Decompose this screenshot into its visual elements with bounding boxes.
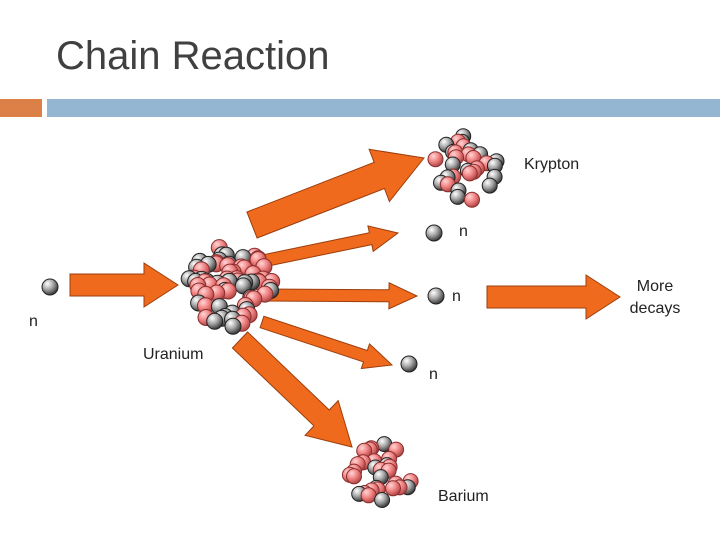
uranium-nucleus [180,239,281,335]
title-accent-bar [0,99,42,117]
neutron-1-label: n [459,223,468,240]
title-rule [47,99,720,117]
arrow-to-neutron-1 [256,225,400,269]
arrow-incoming [69,262,179,308]
arrow-to-neutron-3 [259,315,394,370]
neutron [374,492,391,508]
released-neutron-1 [425,224,443,242]
proton [346,468,362,485]
neutron [400,355,418,373]
arrow-to-barium [231,331,353,448]
krypton-nucleus [427,128,505,208]
neutron [425,224,443,242]
neutron [449,188,466,205]
proton [385,480,401,497]
arrow-more-decays [486,274,621,320]
proton [464,191,480,208]
neutron-3-label: n [429,366,438,383]
neutron [41,278,59,296]
neutron [206,312,224,330]
incoming-neutron [41,278,59,296]
proton [427,151,444,168]
arrow-to-krypton [246,148,425,239]
uranium-label: Uranium [143,346,204,363]
slide-title: Chain Reaction [56,34,330,78]
krypton-label: Krypton [524,156,580,173]
released-neutron-3 [400,355,418,373]
neutron [427,287,445,305]
barium-nucleus [341,436,419,508]
arrow-to-neutron-2 [262,282,419,310]
released-neutron-2 [427,287,445,305]
neutron [224,317,242,335]
incoming-neutron-label: n [29,313,38,330]
neutron [481,177,498,194]
neutron-2-label: n [452,288,461,305]
more-decays-label: More decays [629,278,681,317]
proton [360,487,377,504]
barium-label: Barium [438,488,489,505]
proton [461,165,478,182]
